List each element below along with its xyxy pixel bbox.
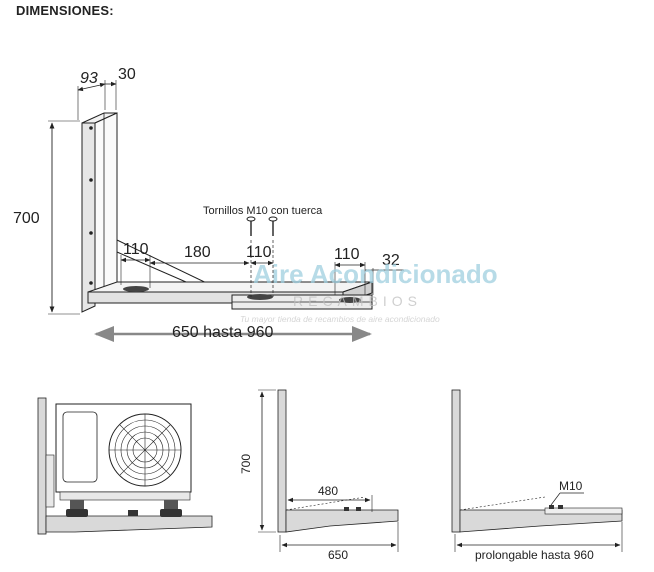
dim-30: 30 [118,66,136,83]
small-dim-480: 480 [318,484,338,498]
small-dim-700: 700 [239,454,253,474]
screw-icon [246,216,278,236]
dim-180: 180 [184,244,211,261]
dim-110-a: 110 [123,241,149,258]
dim-110-b: 110 [246,244,272,261]
dim-32: 32 [382,252,400,269]
screws-note: Tornillos M10 con tuerca [203,205,323,217]
extended-length: prolongable hasta 960 [475,548,594,562]
dim-700: 700 [13,210,40,227]
dim-93: 93 [80,70,98,87]
dim-length: 650 hasta 960 [172,324,274,341]
fan-icon [108,413,182,487]
dim-110-c: 110 [334,246,360,263]
page-title: DIMENSIONES: [16,3,114,18]
figure-unit-mounted [37,397,213,535]
watermark-line1: Aire Acondicionado [253,259,498,289]
figure-bracket-dimensions [258,389,399,552]
small-dim-650: 650 [328,548,348,562]
watermark-line3: Tu mayor tienda de recambios de aire aco… [240,314,440,324]
watermark-logo: Aire Acondicionado RECAMBIOS Tu mayor ti… [240,259,498,324]
bolt-label: M10 [559,479,583,493]
figure-bracket-extended [451,389,623,552]
main-bracket [48,80,404,342]
watermark-line2: RECAMBIOS [293,293,422,309]
